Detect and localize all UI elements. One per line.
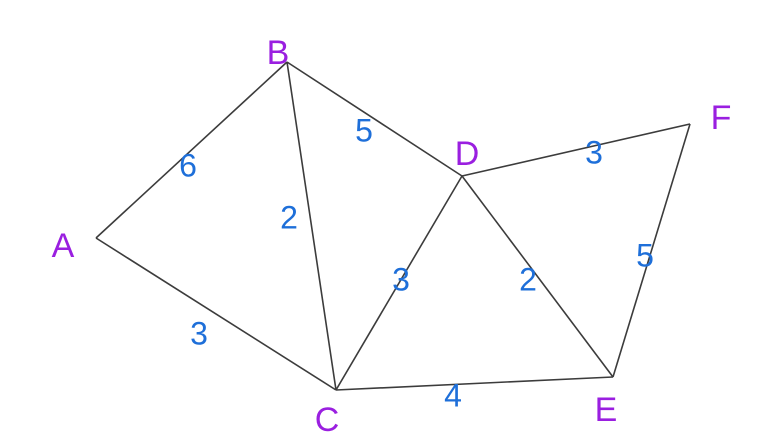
edge-a-b [95,61,288,239]
edge-weight-a-c: 3 [190,315,208,351]
edge-weight-e-f: 5 [636,237,654,273]
edges-layer [95,61,691,391]
edge-weight-d-e: 2 [519,261,537,297]
node-label-c: C [315,401,340,439]
edge-weight-a-b: 6 [179,147,197,183]
edge-c-e [335,376,614,391]
edge-e-f [612,123,691,378]
edge-d-e [461,175,614,378]
node-label-e: E [595,391,618,429]
edge-weight-b-c: 2 [280,199,298,235]
edge-c-d [335,175,463,391]
node-label-d: D [455,135,480,173]
node-label-b: B [267,34,290,72]
nodes-layer: A B C D E F [52,34,732,439]
edge-a-c [95,237,337,391]
weights-layer: 6 3 2 5 3 4 2 3 5 [179,112,654,413]
node-label-a: A [52,227,75,265]
node-label-f: F [711,99,732,137]
edge-weight-d-f: 3 [585,134,603,170]
edge-weight-c-d: 3 [392,261,410,297]
edge-weight-b-d: 5 [355,112,373,148]
edge-d-f [461,123,691,177]
edge-b-c [286,61,337,391]
edge-weight-c-e: 4 [444,377,462,413]
edge-b-d [286,61,463,177]
